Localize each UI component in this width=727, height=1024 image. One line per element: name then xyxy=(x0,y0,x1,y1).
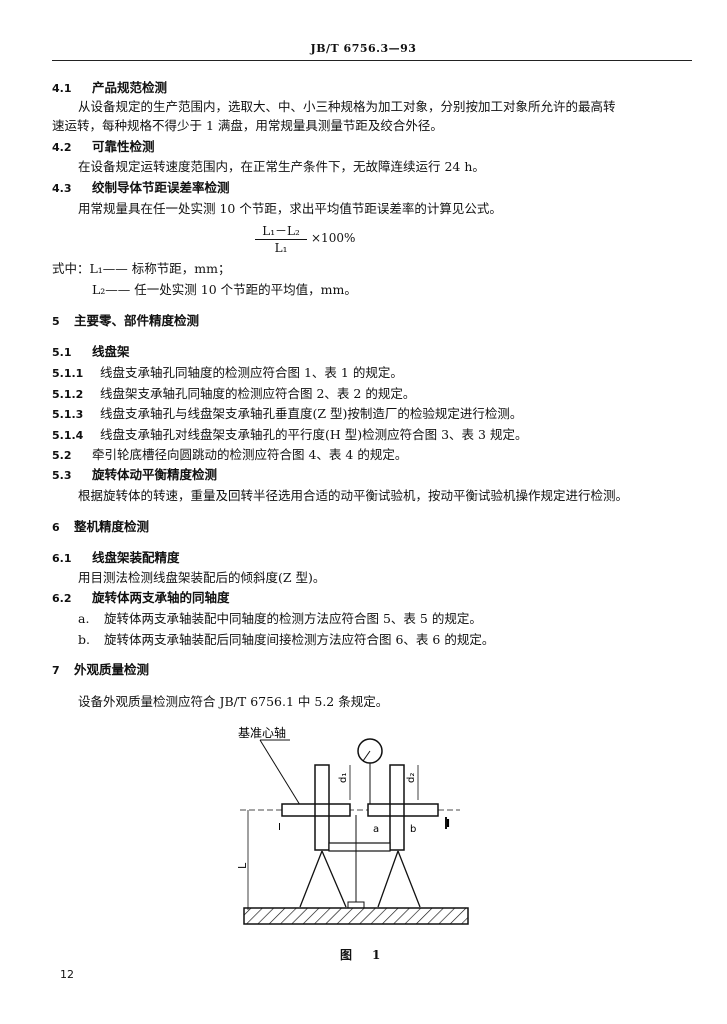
section-number: 4.2 xyxy=(52,141,72,154)
fraction-bar xyxy=(255,239,307,240)
paragraph-4-2: 在设备规定运转速度范围内，在正常生产条件下，无故障连续运行 24 h。 xyxy=(78,159,485,174)
heading-4-3: 4.3 绞制导体节距误差率检测 xyxy=(52,180,230,197)
item-5-1-3: 5.1.3 线盘支承轴孔与线盘架支承轴孔垂直度(Z 型)按制造厂的检验规定进行检测… xyxy=(52,406,522,423)
section-title: 绞制导体节距误差率检测 xyxy=(92,180,230,195)
label-b: b xyxy=(410,824,416,835)
label-a: a xyxy=(373,824,379,835)
item-text: 线盘支承轴孔与线盘架支承轴孔垂直度(Z 型)按制造厂的检验规定进行检测。 xyxy=(100,406,523,421)
paragraph-4-1-line2: 速运转，每种规格不得少于 1 满盘，用常规量具测量节距及绞合外径。 xyxy=(52,118,443,133)
item-5-2: 5.2 牵引轮底槽径向圆跳动的检测应符合图 4、表 4 的规定。 xyxy=(52,447,407,464)
section-title: 线盘架装配精度 xyxy=(92,550,180,565)
section-number: 5.1 xyxy=(52,346,72,359)
label-L: L xyxy=(236,862,249,869)
heading-6: 6 整机精度检测 xyxy=(52,519,149,536)
item-text: 旋转体两支承轴装配后同轴度间接检测方法应符合图 6、表 6 的规定。 xyxy=(104,632,495,647)
item-5-1-1: 5.1.1 线盘支承轴孔同轴度的检测应符合图 1、表 1 的规定。 xyxy=(52,365,403,382)
heading-6-2: 6.2 旋转体两支承轴的同轴度 xyxy=(52,590,230,607)
section-number: 5.2 xyxy=(52,449,72,462)
item-text: 牵引轮底槽径向圆跳动的检测应符合图 4、表 4 的规定。 xyxy=(92,447,408,462)
paragraph-4-3: 用常规量具在任一处实测 10 个节距，求出平均值节距误差率的计算见公式。 xyxy=(78,201,502,216)
section-title: 主要零、部件精度检测 xyxy=(74,313,200,328)
section-number: 5.1.4 xyxy=(52,429,84,442)
formula-numerator: L₁－L₂ xyxy=(262,224,300,238)
paragraph-4-1-line1: 从设备规定的生产范围内，选取大、中、小三种规格为加工对象，分别按加工对象所允许的… xyxy=(78,99,616,114)
section-title: 产品规范检测 xyxy=(92,80,168,95)
page-header: JB/T 6756.3—93 xyxy=(310,42,417,55)
item-5-1-2: 5.1.2 线盘架支承轴孔同轴度的检测应符合图 2、表 2 的规定。 xyxy=(52,386,415,403)
item-6-2-a: a. 旋转体两支承轴装配中同轴度的检测方法应符合图 5、表 5 的规定。 xyxy=(78,611,482,627)
formula-multiplier: ×100% xyxy=(311,231,356,245)
section-number: 7 xyxy=(52,664,60,677)
heading-5-3: 5.3 旋转体动平衡精度检测 xyxy=(52,467,217,484)
figure-caption: 图 1 xyxy=(340,948,385,962)
heading-6-1: 6.1 线盘架装配精度 xyxy=(52,550,180,567)
item-5-1-4: 5.1.4 线盘支承轴孔对线盘架支承轴孔的平行度(H 型)检测应符合图 3、表 3… xyxy=(52,427,527,444)
callout-leader xyxy=(259,739,301,806)
list-label: a. xyxy=(78,611,90,626)
section-number: 4.3 xyxy=(52,182,72,195)
base-plate xyxy=(243,907,469,925)
right-spindle xyxy=(367,803,439,817)
section-title: 旋转体动平衡精度检测 xyxy=(92,467,218,482)
heading-5-1: 5.1 线盘架 xyxy=(52,344,130,361)
section-title: 整机精度检测 xyxy=(74,519,150,534)
section-number: 5.1.2 xyxy=(52,388,84,401)
label-section-left: I xyxy=(278,822,281,833)
section-title: 可靠性检测 xyxy=(92,139,155,154)
section-title: 旋转体两支承轴的同轴度 xyxy=(92,590,230,605)
list-label: b. xyxy=(78,632,90,647)
heading-7: 7 外观质量检测 xyxy=(52,662,149,679)
section-title: 线盘架 xyxy=(92,344,130,359)
label-d1: d₁ xyxy=(338,773,349,783)
callout-label: 基准心轴 xyxy=(238,725,286,740)
section-number: 6 xyxy=(52,521,60,534)
section-number: 6.1 xyxy=(52,552,72,565)
paragraph-6-1: 用目测法检测线盘架装配后的倾斜度(Z 型)。 xyxy=(78,570,326,585)
section-number: 5.1.3 xyxy=(52,408,84,421)
section-number: 6.2 xyxy=(52,592,72,605)
heading-5: 5 主要零、部件精度检测 xyxy=(52,313,199,330)
item-text: 线盘支承轴孔对线盘架支承轴孔的平行度(H 型)检测应符合图 3、表 3 规定。 xyxy=(100,427,528,442)
paragraph-5-3: 根据旋转体的转速，重量及回转半径选用合适的动平衡试验机，按动平衡试验机操作规定进… xyxy=(78,488,629,503)
header-rule xyxy=(52,60,692,61)
item-text: 旋转体两支承轴装配中同轴度的检测方法应符合图 5、表 5 的规定。 xyxy=(104,611,482,626)
section-number: 5.3 xyxy=(52,469,72,482)
heading-4-2: 4.2 可靠性检测 xyxy=(52,139,155,156)
section-title: 外观质量检测 xyxy=(74,662,150,677)
label-section-right: I xyxy=(446,817,450,830)
formula-where-line2: L₂—— 任一处实测 10 个节距的平均值，mm。 xyxy=(92,282,357,297)
left-spindle xyxy=(281,803,351,817)
figure-1-diagram: 基准心轴 d₁ d₂ I a b I L xyxy=(236,725,469,925)
formula-denominator: L₁ xyxy=(274,241,288,255)
heading-4-1: 4.1 产品规范检测 xyxy=(52,80,167,97)
label-d2: d₂ xyxy=(406,773,417,783)
item-text: 线盘支承轴孔同轴度的检测应符合图 1、表 1 的规定。 xyxy=(100,365,403,380)
section-number: 4.1 xyxy=(52,82,72,95)
item-text: 线盘架支承轴孔同轴度的检测应符合图 2、表 2 的规定。 xyxy=(100,386,416,401)
page-number: 12 xyxy=(60,968,74,981)
paragraph-7: 设备外观质量检测应符合 JB/T 6756.1 中 5.2 条规定。 xyxy=(78,694,389,709)
formula-where-line1: 式中：L₁—— 标称节距，mm； xyxy=(52,261,231,276)
item-6-2-b: b. 旋转体两支承轴装配后同轴度间接检测方法应符合图 6、表 6 的规定。 xyxy=(78,632,494,648)
section-number: 5.1.1 xyxy=(52,367,84,380)
section-number: 5 xyxy=(52,315,60,328)
